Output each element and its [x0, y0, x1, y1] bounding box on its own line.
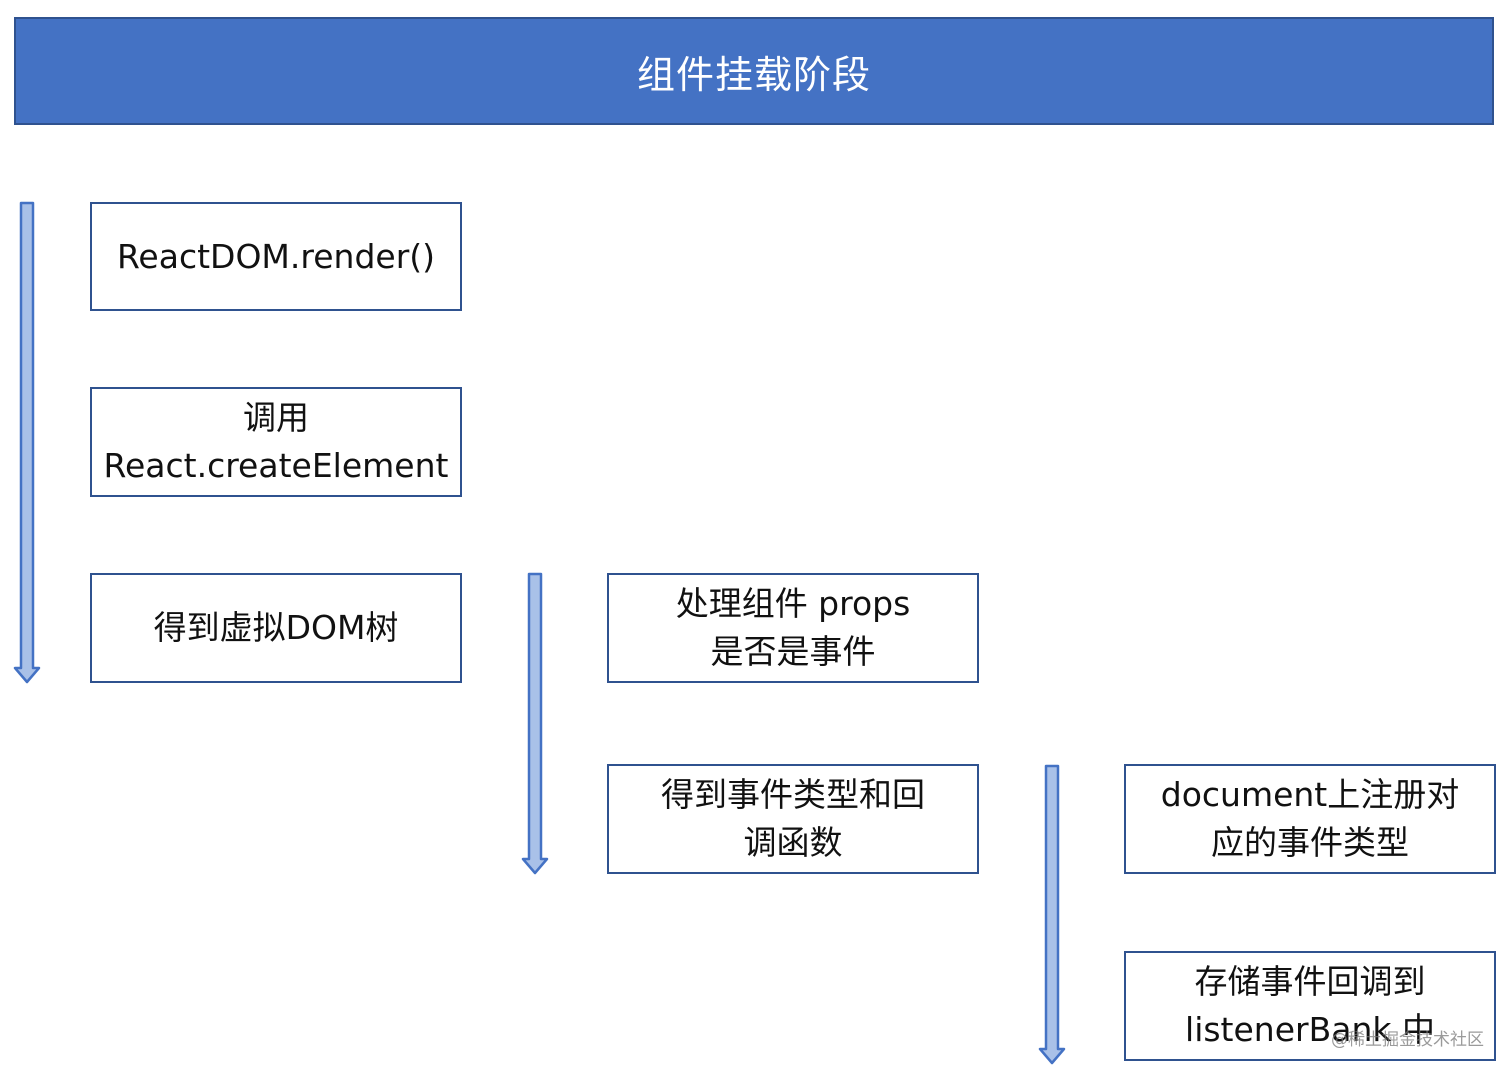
- step-label: document上注册对 应的事件类型: [1160, 775, 1460, 862]
- flow-arrow-3: [1038, 764, 1066, 1065]
- step-label: 调用 React.createElement: [103, 398, 449, 485]
- step-label: 得到虚拟DOM树: [153, 608, 399, 648]
- flow-arrow-2: [521, 572, 549, 875]
- step-label: 处理组件 props 是否是事件: [675, 584, 911, 671]
- watermark: @稀土掘金技术社区: [1331, 1030, 1484, 1050]
- flow-arrow-1: [13, 201, 41, 684]
- step-reactdom-render: ReactDOM.render(): [90, 202, 462, 311]
- step-register-document: document上注册对 应的事件类型: [1124, 764, 1496, 874]
- step-label: ReactDOM.render(): [116, 236, 436, 276]
- stage-title: 组件挂载阶段: [636, 52, 871, 97]
- step-get-event: 得到事件类型和回 调函数: [607, 764, 979, 874]
- step-create-element: 调用 React.createElement: [90, 387, 462, 497]
- stage-header: 组件挂载阶段: [14, 17, 1494, 125]
- step-check-props: 处理组件 props 是否是事件: [607, 573, 979, 683]
- step-label: 存储事件回调到 listenerBank 中: [1185, 962, 1435, 1049]
- step-store-listener: 存储事件回调到 listenerBank 中: [1124, 951, 1496, 1061]
- step-label: 得到事件类型和回 调函数: [661, 775, 925, 862]
- step-virtual-dom: 得到虚拟DOM树: [90, 573, 462, 683]
